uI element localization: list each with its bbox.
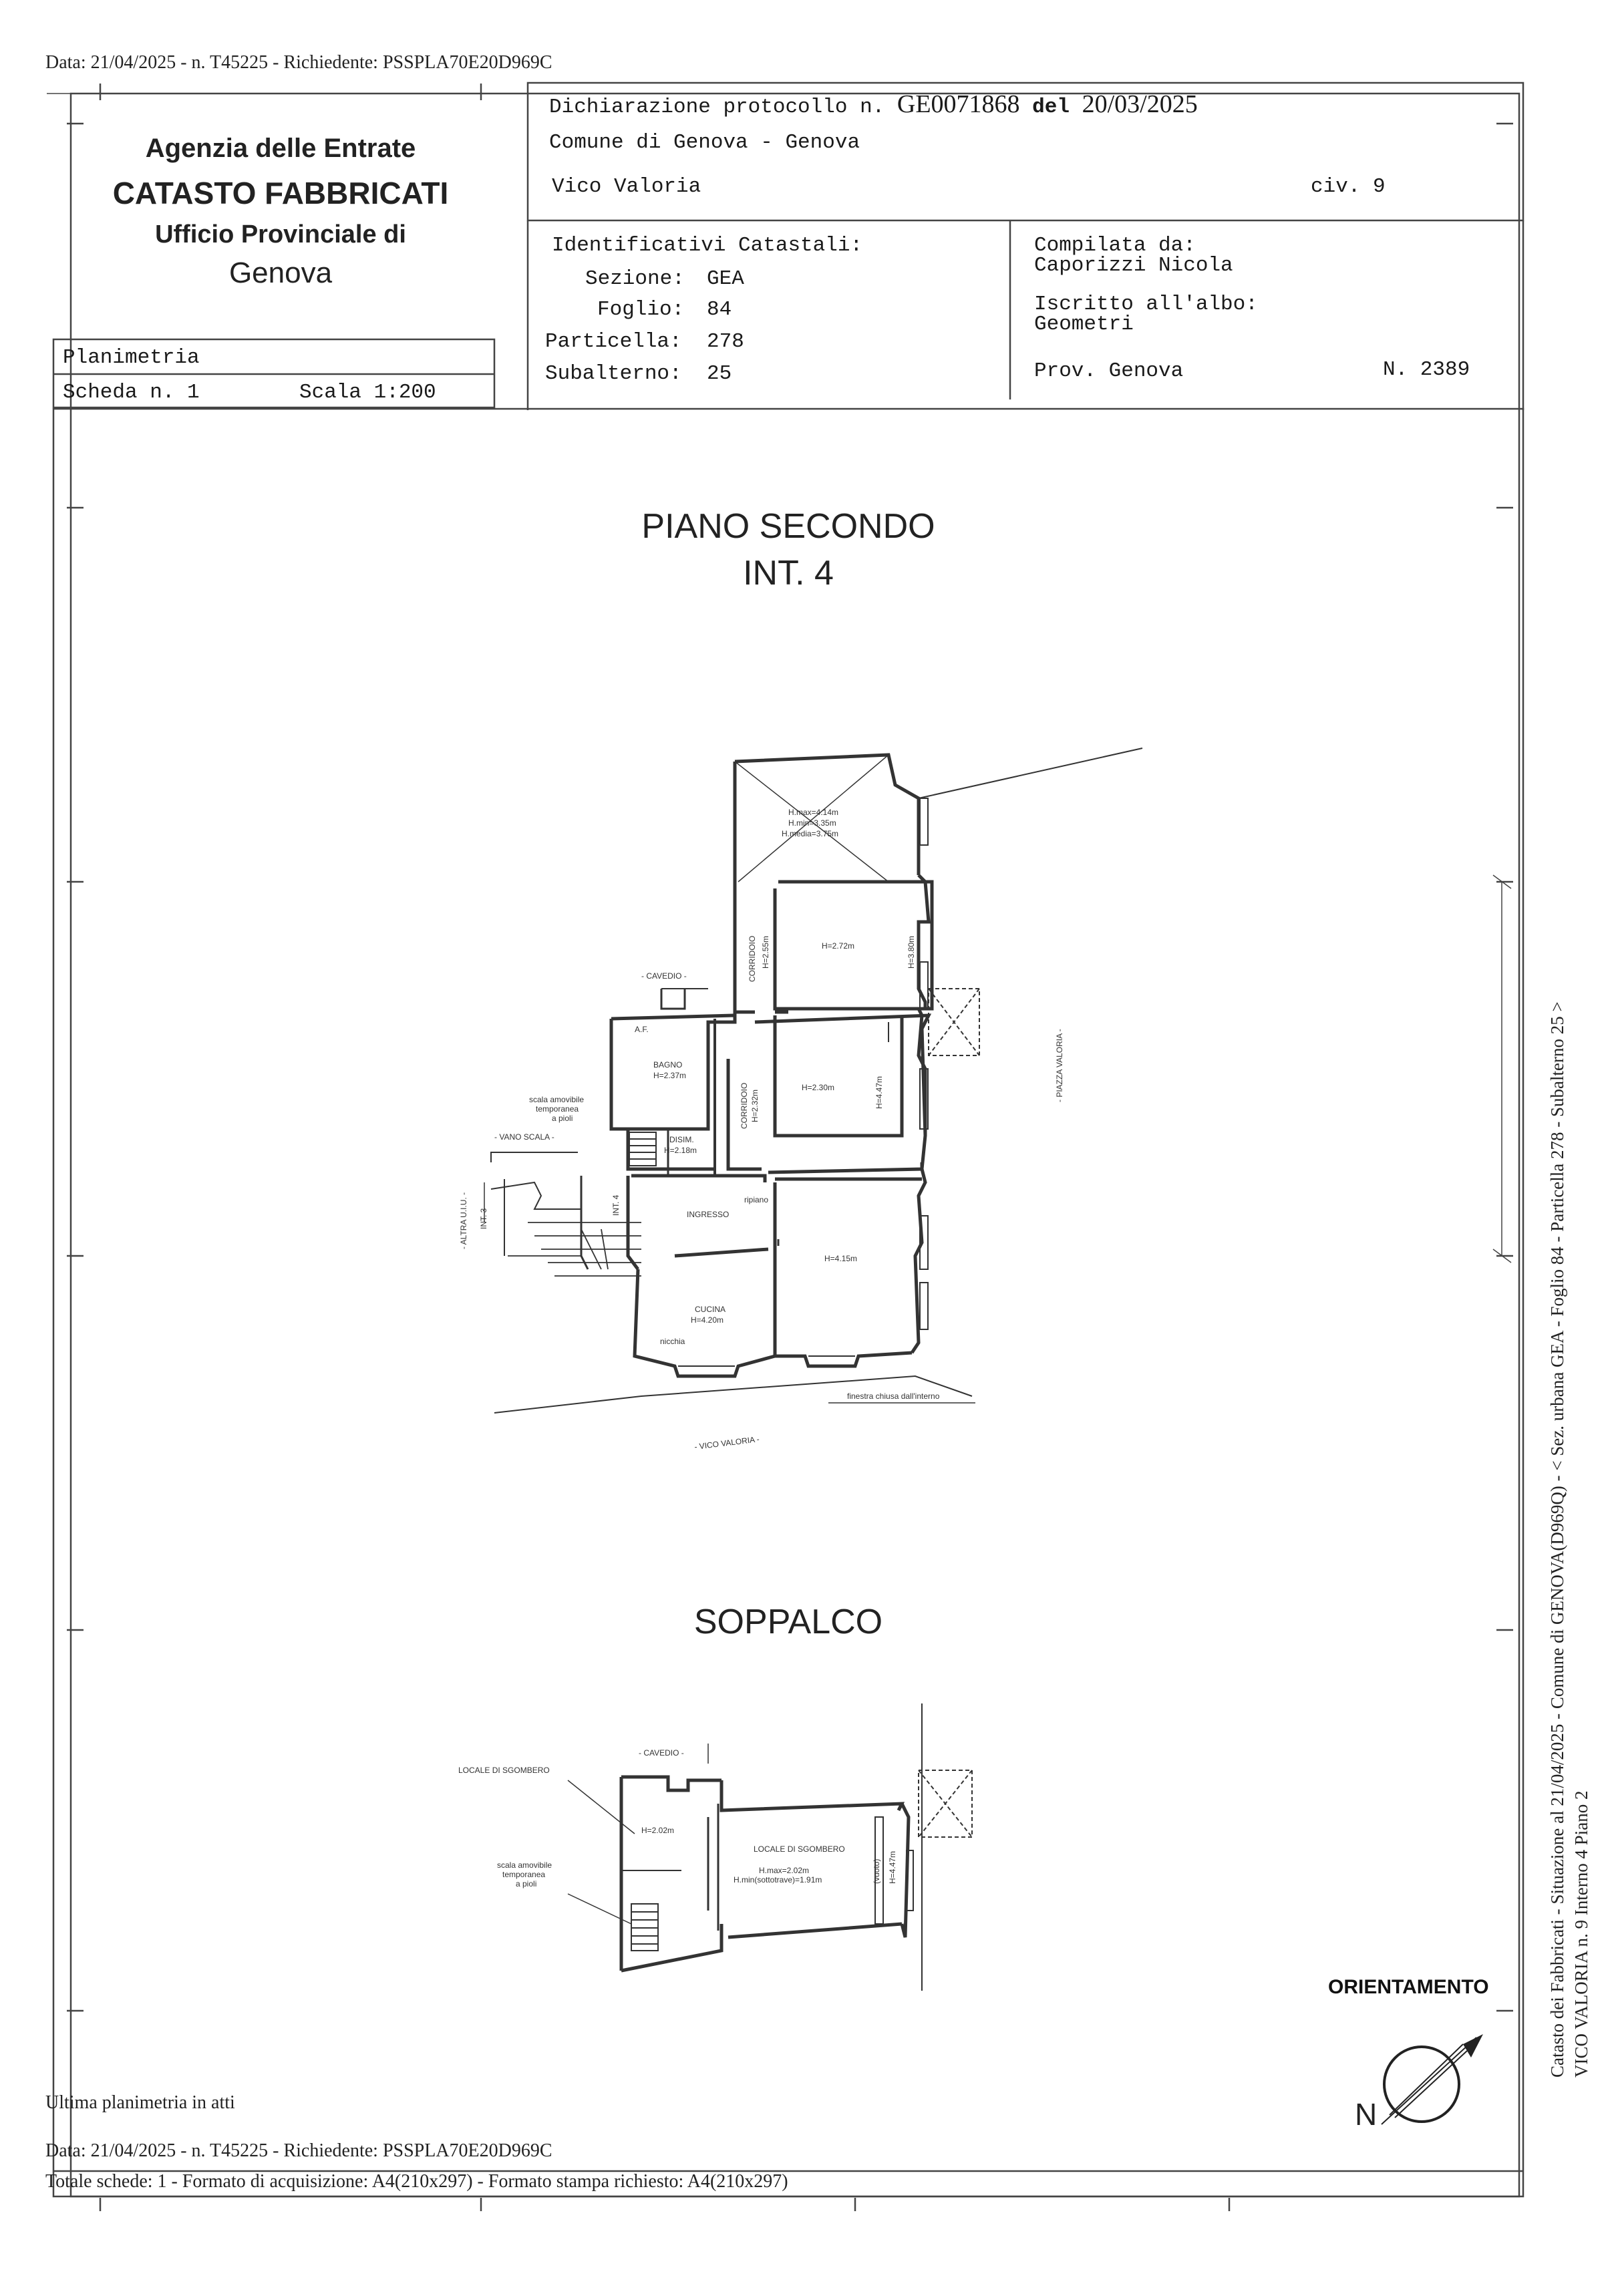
sheet-scale: Scala 1:200 (299, 381, 436, 404)
plan2-title: SOPPALCO (693, 1603, 883, 1641)
label-h230: H=2.30m (802, 1083, 834, 1092)
sezione-value: GEA (707, 267, 744, 291)
municipality: Comune di Genova - Genova (549, 131, 860, 154)
foglio-value: 84 (707, 298, 732, 321)
label-h255: H=2.55m (761, 936, 770, 969)
label-hmin: H.min=3.35m (788, 818, 836, 828)
last-plan-note: Ultima planimetria in atti (45, 2092, 235, 2113)
side-text-2: VICO VALORIA n. 9 Interno 4 Piano 2 (1571, 1790, 1591, 2078)
label-hmax202: H.max=2.02m (759, 1866, 809, 1875)
protocol-date: 20/03/2025 (1082, 90, 1198, 118)
label-cavedio-2: - CAVEDIO - (639, 1748, 684, 1758)
compiler-label: Compilata da: (1034, 234, 1196, 257)
label-a-pioli: a pioli (552, 1114, 573, 1123)
label-ripiano: ripiano (744, 1195, 768, 1204)
compiler-province: Prov. Genova (1034, 359, 1184, 383)
subalterno-value: 25 (707, 362, 732, 385)
label-int4: INT. 4 (611, 1194, 621, 1216)
compiler-number: N. 2389 (1383, 358, 1470, 381)
label-disim: DISIM. (669, 1135, 694, 1144)
stamp-top: Data: 21/04/2025 - n. T45225 - Richieden… (45, 52, 552, 73)
label-ingresso: INGRESSO (687, 1210, 729, 1219)
protocol-number: GE0071868 (897, 90, 1020, 118)
label-h232: H=2.32m (750, 1090, 760, 1122)
label-h380: H=3.80m (907, 936, 916, 969)
label-locale: LOCALE DI SGOMBERO (754, 1844, 845, 1854)
protocol-line: Dichiarazione protocollo n. GE0071868 de… (549, 90, 1198, 119)
label-a-pioli-2: a pioli (516, 1879, 536, 1889)
label-corridoio2: CORRIDOIO (740, 1083, 749, 1129)
protocol-label: Dichiarazione protocollo n. (549, 96, 885, 119)
side-text-1: Catasto dei Fabbricati - Situazione al 2… (1547, 1001, 1567, 2078)
plan1-title: PIANO SECONDO (641, 507, 935, 546)
label-piazza: - PIAZZA VALORIA - (1055, 1029, 1064, 1102)
label-temporanea-2: temporanea (502, 1870, 545, 1879)
label-locale-ref: LOCALE DI SGOMBERO (458, 1766, 550, 1775)
label-finestra: finestra chiusa dall'interno (847, 1391, 940, 1401)
label-cavedio: - CAVEDIO - (641, 971, 687, 981)
label-cucina: CUCINA (695, 1305, 726, 1314)
label-hmin191: H.min(sottotrave)=1.91m (734, 1875, 822, 1884)
label-scala-mobile: scala amovibile (529, 1095, 584, 1104)
label-temporanea: temporanea (536, 1104, 579, 1114)
label-h447: H=4.47m (874, 1076, 884, 1109)
label-h447-2: H=4.47m (888, 1851, 897, 1884)
del-label: del (1032, 96, 1070, 119)
label-hmedia: H.media=3.75m (782, 829, 838, 838)
label-vano-scala: - VANO SCALA - (494, 1132, 554, 1142)
label-h415: H=4.15m (824, 1254, 857, 1263)
label-vuoto: (vuoto) (872, 1859, 881, 1884)
label-h218: H=2.18m (664, 1146, 697, 1155)
footer-stamp: Data: 21/04/2025 - n. T45225 - Richieden… (45, 2140, 552, 2161)
compiler-name: Caporizzi Nicola (1034, 254, 1233, 277)
label-hmax: H.max=4.14m (788, 808, 838, 817)
agency-name: Agenzia delle Entrate (145, 134, 416, 163)
albo-value: Geometri (1034, 313, 1134, 336)
label-h237: H=2.37m (653, 1071, 686, 1080)
footer-totals: Totale schede: 1 - Formato di acquisizio… (45, 2171, 788, 2192)
agency-registry: CATASTO FABBRICATI (112, 176, 449, 210)
orientation-label: ORIENTAMENTO (1328, 1976, 1489, 1998)
label-corridoio1: CORRIDOIO (748, 936, 757, 982)
sheet-scheda: Scheda n. 1 (63, 381, 200, 404)
particella-label: Particella: (545, 330, 682, 353)
label-altra-uiu: - ALTRA U.I.U. - (459, 1192, 468, 1249)
agency-city: Genova (228, 257, 333, 289)
label-h272: H=2.72m (822, 941, 854, 951)
label-h420: H=4.20m (691, 1315, 723, 1325)
sezione-label: Sezione: (585, 267, 685, 291)
particella-value: 278 (707, 330, 744, 353)
albo-label: Iscritto all'albo: (1034, 293, 1258, 316)
north-label: N (1355, 2097, 1378, 2132)
subalterno-label: Subalterno: (545, 362, 682, 385)
label-nicchia: nicchia (660, 1337, 685, 1346)
north-arrow-icon (1381, 2034, 1483, 2125)
plan1-subtitle: INT. 4 (743, 554, 834, 593)
label-h202: H=2.02m (641, 1826, 674, 1835)
label-bagno: BAGNO (653, 1060, 682, 1070)
street: Vico Valoria (552, 175, 701, 198)
sheet-type: Planimetria (63, 346, 200, 369)
foglio-label: Foglio: (597, 298, 685, 321)
civic-number: civ. 9 (1311, 175, 1386, 198)
agency-office: Ufficio Provinciale di (155, 220, 406, 249)
label-scala-mobile-2: scala amovibile (497, 1860, 552, 1870)
label-int3: INT. 3 (479, 1208, 488, 1229)
identifiers-heading: Identificativi Catastali: (552, 234, 863, 257)
label-af: A.F. (635, 1025, 649, 1034)
